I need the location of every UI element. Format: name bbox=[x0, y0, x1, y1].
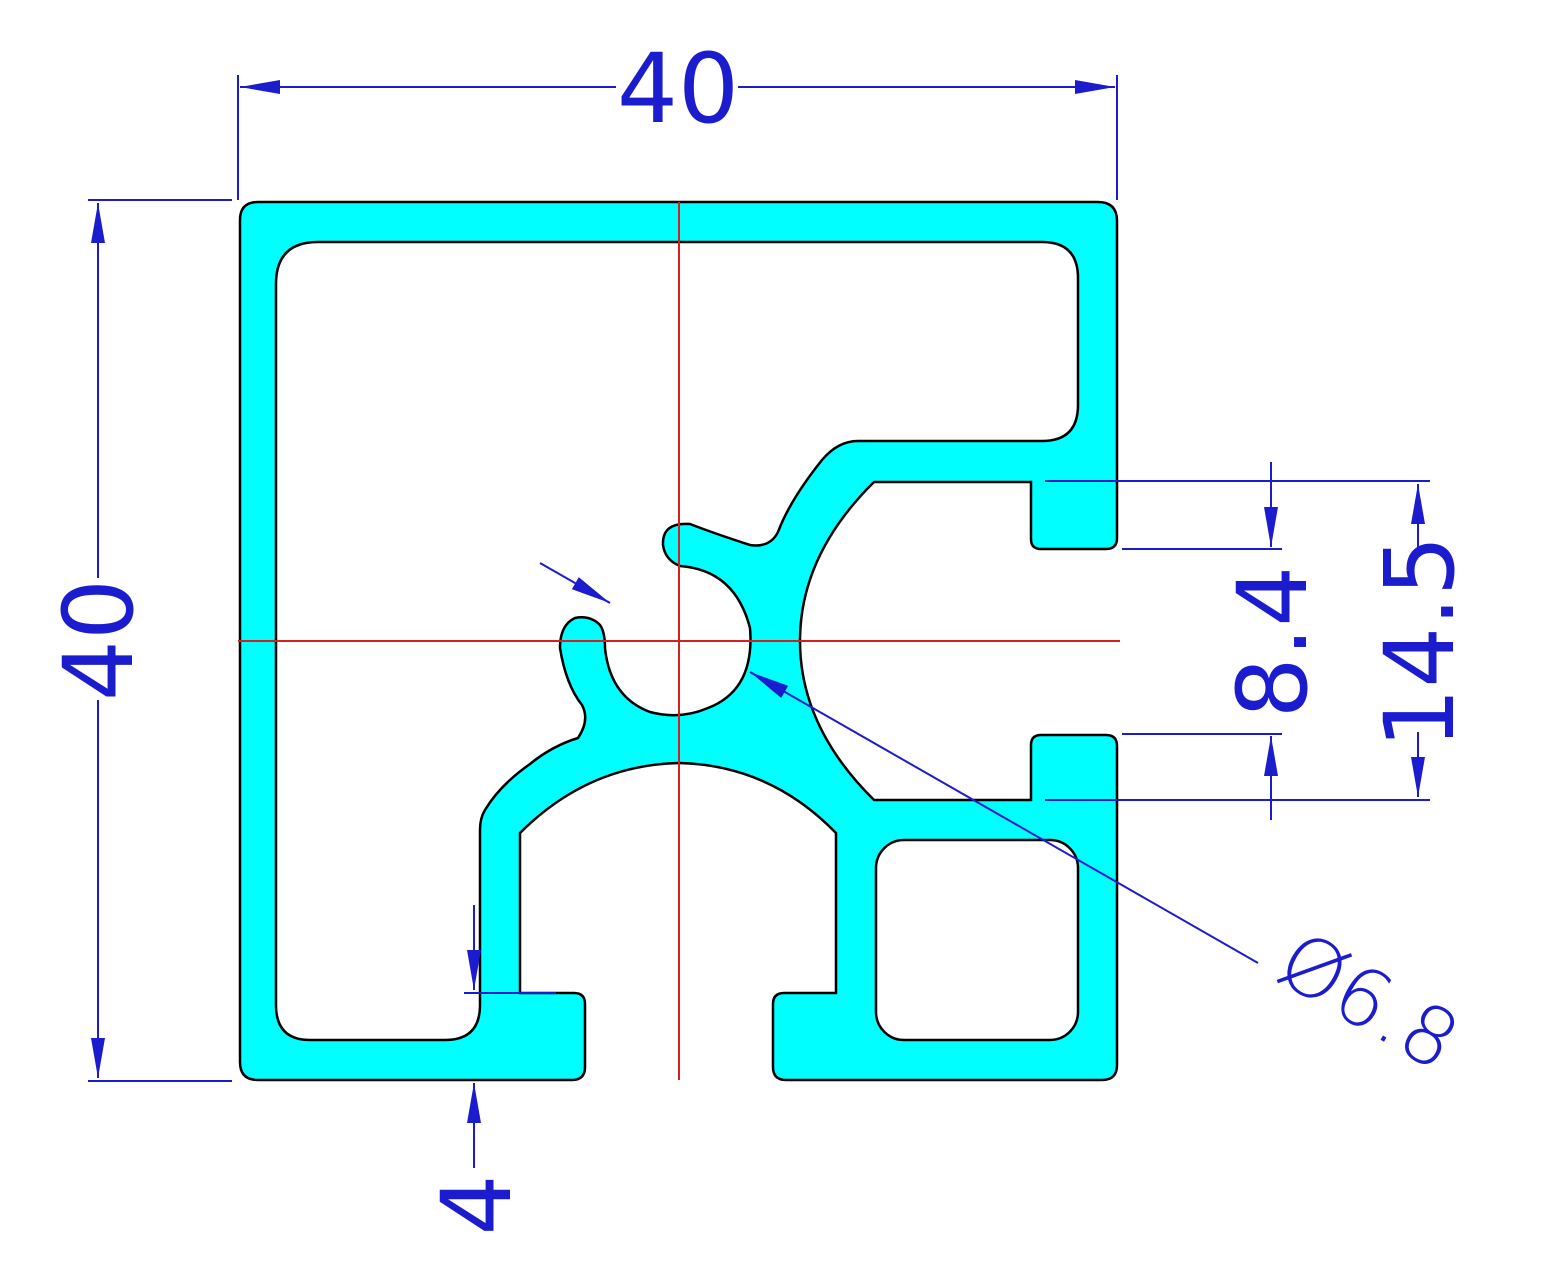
label-slot-depth: 14.5 bbox=[1364, 535, 1476, 749]
profile-section bbox=[238, 200, 1119, 1082]
dim-bore-leader-outer bbox=[539, 562, 611, 604]
dim-bore-leader bbox=[749, 671, 1259, 964]
centerlines bbox=[238, 202, 1120, 1080]
profile-square-hollow bbox=[874, 838, 1080, 1042]
label-slot-opening: 8.4 bbox=[1217, 566, 1329, 719]
label-overall-height: 40 bbox=[43, 579, 155, 701]
label-bottom-lip: 4 bbox=[421, 1174, 533, 1235]
label-center-bore: Ø6.8 bbox=[1263, 913, 1474, 1089]
dimensions bbox=[88, 75, 1430, 1168]
label-overall-width: 40 bbox=[617, 33, 739, 145]
